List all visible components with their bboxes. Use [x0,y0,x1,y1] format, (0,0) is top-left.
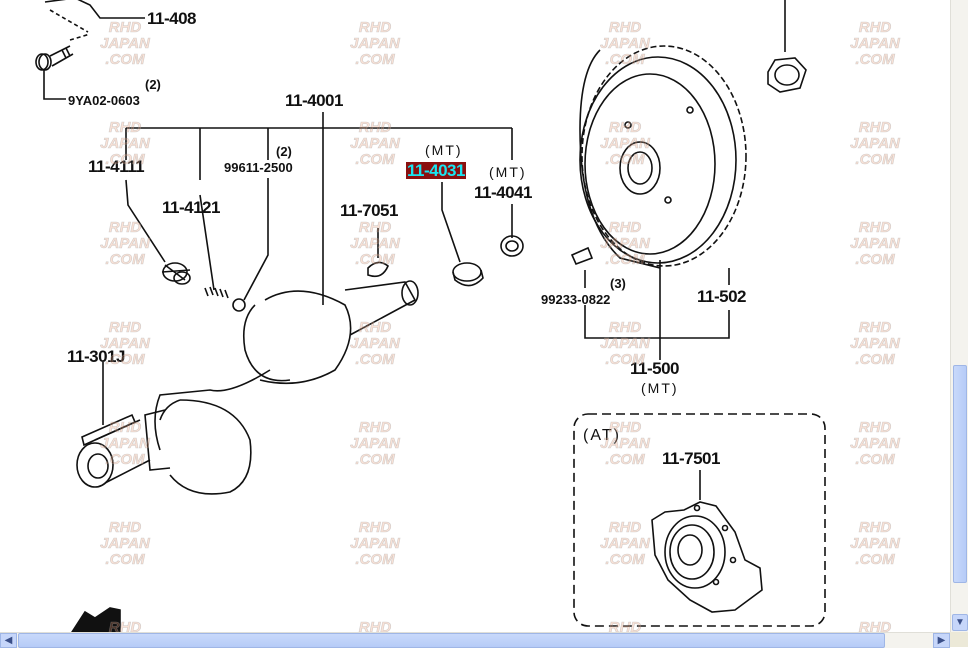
scroll-down-button[interactable]: ▼ [952,614,968,631]
part-11-4031-drawing [452,262,484,287]
part-9ya02-0603-bolt-drawing [35,45,74,100]
vertical-scrollbar[interactable]: ▼ [950,0,968,632]
horizontal-scrollbar[interactable]: ◀ ▶ [0,632,950,648]
label-11-502[interactable]: 11-502 [697,287,747,306]
scroll-right-button[interactable]: ▶ [933,633,950,648]
label-11-4031-highlighted[interactable]: 11-4031 [406,161,466,180]
part-11-500-flywheel-drawing [579,45,747,269]
part-11-500-leaders [584,260,730,360]
label-11-408[interactable]: 11-408 [147,9,197,28]
qty-9ya02-0603: (2) [145,77,161,92]
mt-note-11-4041: (MT) [489,164,527,180]
part-11-4111-drawing [161,262,191,285]
mt-note-11-500: (MT) [641,380,679,396]
part-11-408-drawing [44,0,145,41]
horizontal-scroll-thumb[interactable] [18,633,885,648]
label-11-4001[interactable]: 11-4001 [285,91,343,110]
parts-diagram-drawing [35,0,826,632]
part-11-7051-drawing [367,228,389,278]
part-11-4121-drawing [204,286,246,312]
parts-diagram-viewport: 11-408 (2) 9YA02-0603 11-4001 (2) 99611-… [35,0,901,632]
part-11-4041-drawing [500,235,524,257]
crankshaft-drawing [76,280,419,495]
vertical-scroll-thumb[interactable] [953,365,967,583]
label-11-4041[interactable]: 11-4041 [474,183,532,202]
part-11-7501-drawing [651,470,763,613]
at-group-label: (AT) [583,427,621,444]
chevron-down-icon: ▼ [955,617,965,628]
chevron-right-icon: ▶ [937,635,946,646]
qty-99233-0822: (3) [610,276,626,291]
label-9ya02-0603[interactable]: 9YA02-0603 [68,93,140,108]
scroll-left-button[interactable]: ◀ [0,633,17,648]
mt-note-11-4031: (MT) [425,142,463,158]
label-11-4121[interactable]: 11-4121 [162,198,220,217]
at-group-box [573,413,826,627]
chevron-left-icon: ◀ [4,635,13,646]
flywheel-nut-drawing [767,0,807,93]
part-99233-0822-dowel-drawing [570,246,594,266]
part-11-4001-leaders [125,112,513,305]
label-11-500[interactable]: 11-500 [630,359,680,378]
qty-99611-2500: (2) [276,144,292,159]
label-11-7051[interactable]: 11-7051 [340,201,398,220]
label-11-7501[interactable]: 11-7501 [662,449,720,468]
label-99233-0822[interactable]: 99233-0822 [541,292,611,307]
label-11-4111[interactable]: 11-4111 [88,157,145,176]
label-99611-2500[interactable]: 99611-2500 [224,160,293,175]
front-direction-arrow-icon [71,607,121,632]
label-11-301j[interactable]: 11-301J [67,347,125,366]
scrollbar-corner [950,632,968,647]
